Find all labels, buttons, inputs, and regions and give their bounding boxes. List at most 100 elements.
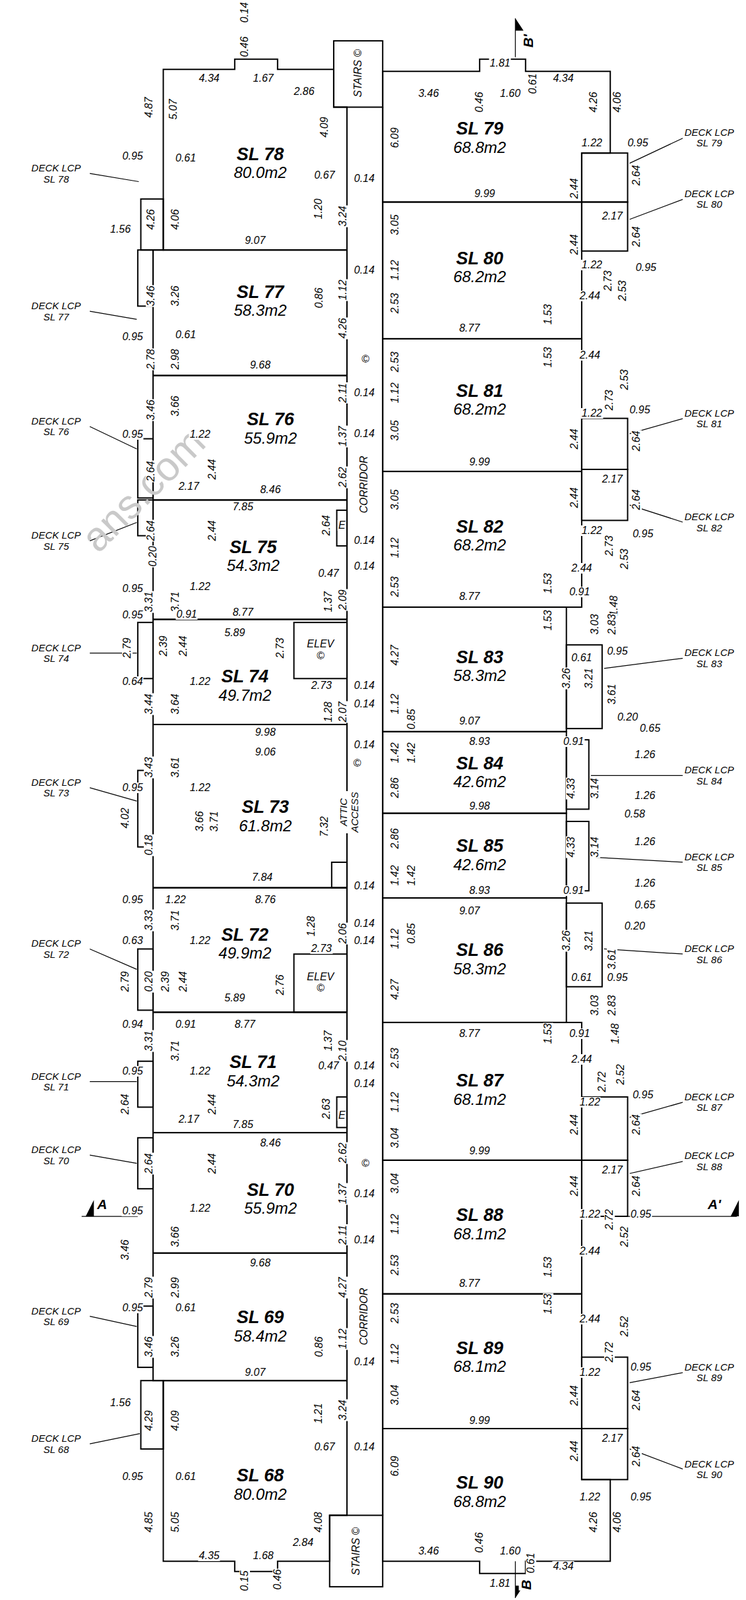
- dimension-label: 4.29: [143, 1410, 155, 1432]
- dimension-label: 1.42: [389, 742, 401, 765]
- dimension-label: 0.14: [353, 881, 376, 892]
- dimension-label: 2.98: [170, 348, 181, 371]
- dimension-label: 0.91: [562, 885, 585, 897]
- dimension-label: 0.95: [629, 1362, 652, 1374]
- lot-area: 68.1m2: [453, 1091, 506, 1109]
- dimension-label: 4.06: [612, 91, 623, 113]
- deck-callout: DECK LCP SL 70: [29, 1145, 83, 1167]
- strata-lot: SL 7249.9m2: [218, 926, 272, 964]
- dimension-label: 3.61: [606, 948, 618, 971]
- dimension-label: 5.89: [223, 993, 246, 1004]
- dimension-label: 1.53: [542, 573, 554, 595]
- plan-line: [85, 1200, 94, 1217]
- dimension-label: 3.24: [337, 205, 349, 228]
- dimension-label: 1.37: [337, 1183, 349, 1206]
- lot-area: 49.7m2: [218, 687, 272, 705]
- dimension-label: 1.12: [389, 928, 401, 950]
- dimension-label: 3.46: [143, 1336, 155, 1359]
- dimension-label: 3.05: [389, 213, 401, 236]
- lot-number: SL 81: [453, 381, 506, 402]
- dimension-label: 0.14: [353, 680, 376, 692]
- lot-number: SL 86: [453, 941, 506, 962]
- strata-lot: SL 8868.1m2: [453, 1206, 506, 1244]
- plan-line: [153, 1133, 347, 1254]
- dimension-label: 8.46: [259, 484, 281, 496]
- dimension-label: 3.43: [143, 756, 155, 779]
- lot-number: SL 83: [453, 648, 506, 669]
- dimension-label: 2.17: [178, 1114, 200, 1126]
- plan-line: [382, 607, 566, 733]
- dimension-label: 1.56: [109, 1398, 132, 1409]
- section-mark: B': [520, 33, 535, 49]
- strata-lot: SL 8068.2m2: [453, 248, 506, 286]
- dimension-label: 9.07: [458, 716, 481, 727]
- lot-area: 58.3m2: [453, 667, 506, 685]
- dimension-label: 0.14: [353, 1357, 376, 1368]
- plan-line: [163, 59, 347, 250]
- dimension-label: 3.03: [589, 994, 601, 1017]
- dimension-label: 2.73: [602, 269, 614, 292]
- dimension-label: 0.61: [525, 1553, 537, 1576]
- dimension-label: 0.91: [568, 587, 591, 598]
- dimension-label: 0.46: [474, 1532, 485, 1555]
- dimension-label: 0.95: [122, 1066, 144, 1078]
- dimension-label: 0.95: [631, 528, 654, 540]
- plan-line: [604, 658, 684, 669]
- plan-line: [581, 418, 628, 470]
- dimension-label: 2.73: [275, 637, 286, 659]
- dimension-label: 2.79: [120, 970, 131, 993]
- dimension-label: 1.12: [389, 693, 401, 715]
- dimension-label: 0.20: [143, 970, 155, 993]
- plan-line: [153, 620, 347, 725]
- dimension-label: 2.44: [178, 970, 189, 993]
- dimension-label: 2.86: [292, 86, 315, 97]
- dimension-label: 4.26: [145, 208, 157, 231]
- plan-line: [337, 1097, 347, 1128]
- dimension-label: 0.85: [406, 923, 417, 946]
- dimension-label: 2.53: [389, 351, 401, 374]
- dimension-label: 2.78: [145, 348, 157, 371]
- dimension-label: 3.71: [170, 1040, 181, 1063]
- dimension-label: 0.95: [629, 1492, 652, 1504]
- dimension-label: 1.37: [323, 1030, 334, 1053]
- dimension-label: 2.53: [389, 1255, 401, 1277]
- dimension-label: 3.21: [583, 930, 595, 953]
- lot-area: 68.8m2: [453, 1493, 506, 1512]
- dimension-label: 0.95: [122, 429, 144, 440]
- lot-number: SL 68: [234, 1466, 287, 1487]
- dimension-label: 2.73: [310, 680, 333, 692]
- plan-label: ATTIC ACCESS: [338, 791, 361, 834]
- lot-area: 58.3m2: [234, 302, 287, 320]
- lot-number: SL 85: [453, 837, 506, 857]
- dimension-label: 9.99: [468, 457, 491, 468]
- lot-number: SL 78: [234, 145, 287, 165]
- dimension-label: 2.64: [631, 1175, 642, 1198]
- dimension-label: 1.22: [189, 429, 212, 440]
- plan-line: [89, 1155, 137, 1164]
- dimension-label: 3.46: [145, 284, 157, 307]
- plan-line: [581, 469, 628, 521]
- dimension-label: 5.89: [223, 627, 246, 639]
- lot-number: SL 77: [234, 282, 287, 303]
- dimension-label: 8.77: [458, 1028, 481, 1040]
- dimension-label: 2.53: [389, 292, 401, 314]
- plan-line: [331, 862, 347, 889]
- dimension-label: 0.95: [635, 262, 657, 274]
- dimension-label: 1.53: [542, 346, 554, 369]
- dimension-label: 0.95: [122, 1206, 144, 1217]
- dimension-label: 0.14: [353, 935, 376, 947]
- strata-lot: SL 8358.3m2: [453, 648, 506, 686]
- plan-line: [294, 622, 347, 679]
- strata-lot: SL 7655.9m2: [244, 410, 297, 448]
- plan-line: [629, 199, 684, 220]
- plan-line: [581, 1160, 628, 1217]
- dimension-label: 2.86: [389, 828, 401, 851]
- deck-callout: DECK LCP SL 84: [682, 765, 736, 787]
- dimension-label: 2.53: [619, 548, 630, 571]
- lot-number: SL 74: [218, 667, 272, 688]
- lot-number: SL 89: [453, 1339, 506, 1360]
- plan-label: E: [337, 520, 347, 531]
- deck-callout: DECK LCP SL 79: [682, 126, 736, 149]
- dimension-label: 7.84: [251, 872, 274, 884]
- plan-line: [329, 1516, 383, 1588]
